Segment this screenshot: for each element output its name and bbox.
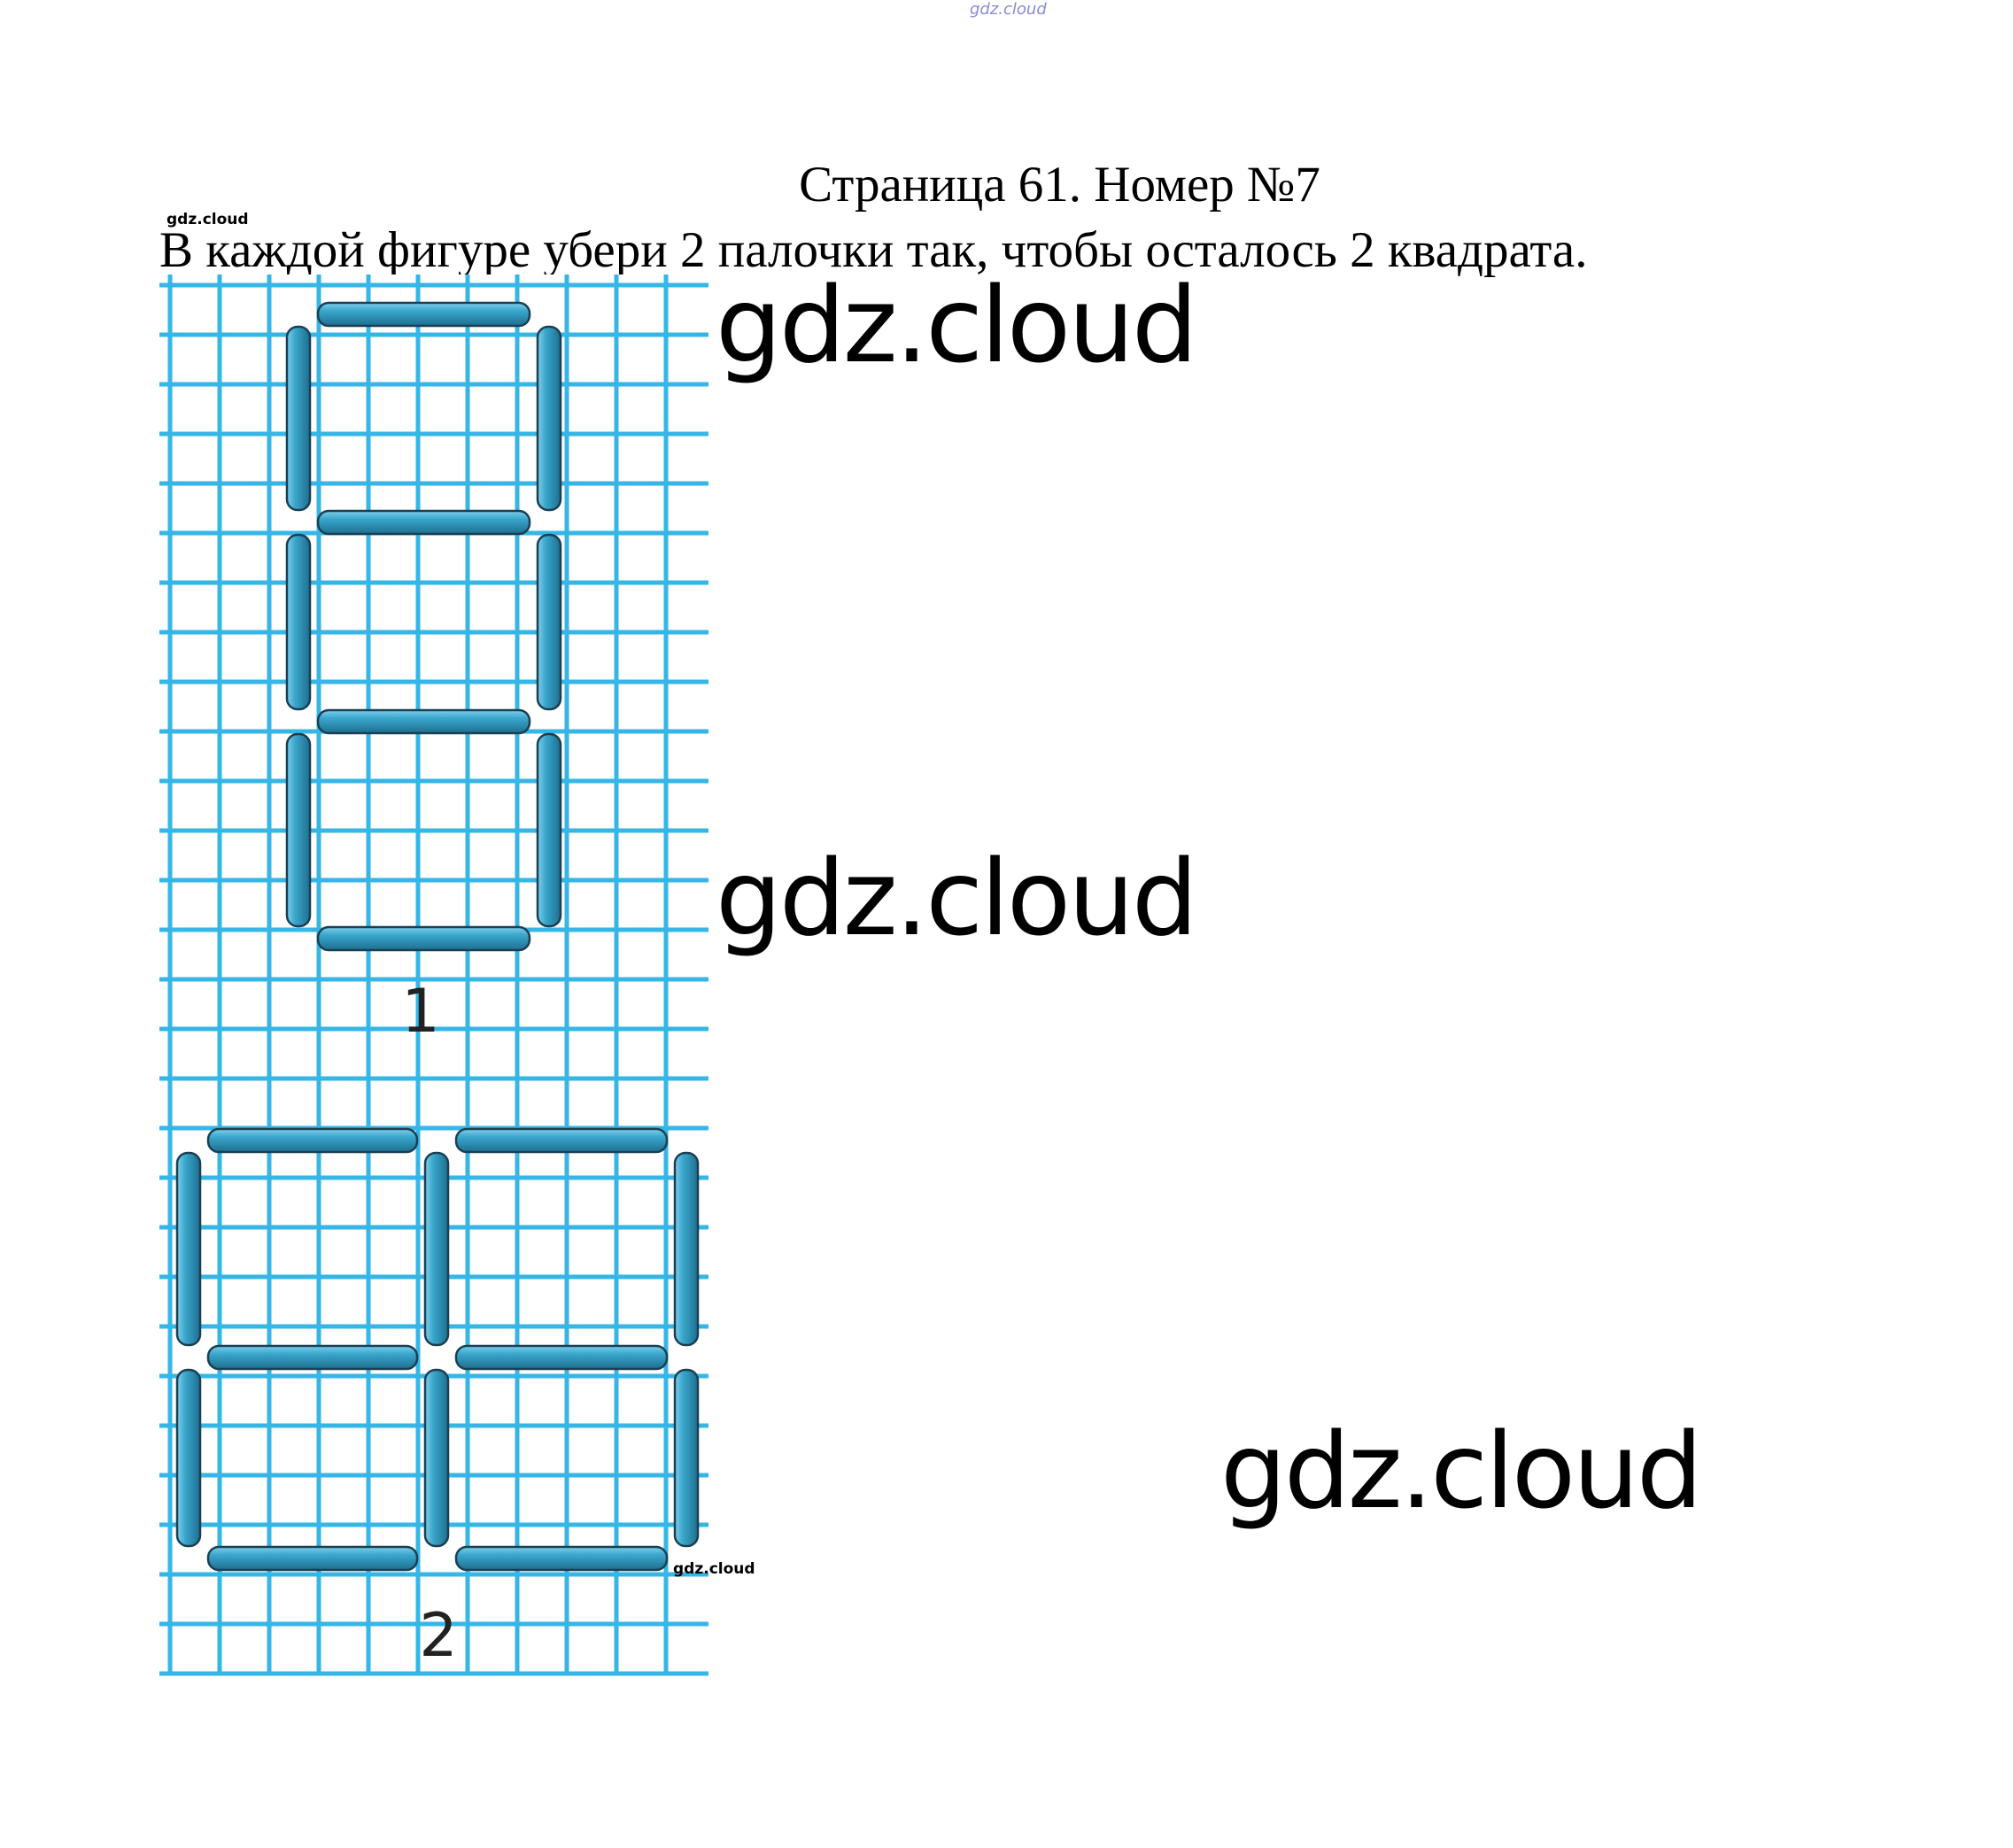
matchstick-figures: 1 2 — [159, 274, 708, 1676]
matchstick — [285, 533, 312, 711]
matchsticks — [175, 301, 700, 1572]
matchstick — [454, 1545, 669, 1572]
matchstick — [175, 1368, 202, 1548]
watermark-small-bottom: gdz.cloud — [673, 1560, 755, 1578]
matchstick — [423, 1151, 450, 1347]
matchstick — [454, 1344, 669, 1371]
matchstick — [206, 1127, 419, 1154]
matchstick — [316, 708, 531, 735]
matchstick — [316, 925, 531, 952]
matchstick — [454, 1127, 669, 1154]
watermark-small-left: gdz.cloud — [166, 211, 249, 228]
matchstick — [206, 1545, 419, 1572]
matchstick — [673, 1368, 700, 1548]
watermark-big-1: gdz.cloud — [716, 264, 1198, 386]
watermark-big-2: gdz.cloud — [716, 837, 1198, 959]
matchstick — [285, 732, 312, 928]
task-instruction: В каждой фигуре убери 2 палочки так, что… — [159, 222, 1588, 278]
figure-label-2: 2 — [419, 1601, 457, 1671]
matchstick — [316, 301, 531, 328]
matchstick — [536, 533, 562, 711]
matchstick — [673, 1151, 700, 1347]
page-title: Страница 61. Номер №7 — [799, 157, 1320, 213]
matchstick — [536, 732, 562, 928]
matchstick — [285, 325, 312, 512]
matchstick — [316, 509, 531, 536]
matchstick — [536, 325, 562, 512]
matchstick — [175, 1151, 202, 1347]
figure-label-1: 1 — [401, 977, 439, 1047]
watermark-top: gdz.cloud — [970, 0, 1047, 19]
watermark-big-3: gdz.cloud — [1220, 1410, 1703, 1532]
matchstick — [206, 1344, 419, 1371]
matchstick — [423, 1368, 450, 1548]
